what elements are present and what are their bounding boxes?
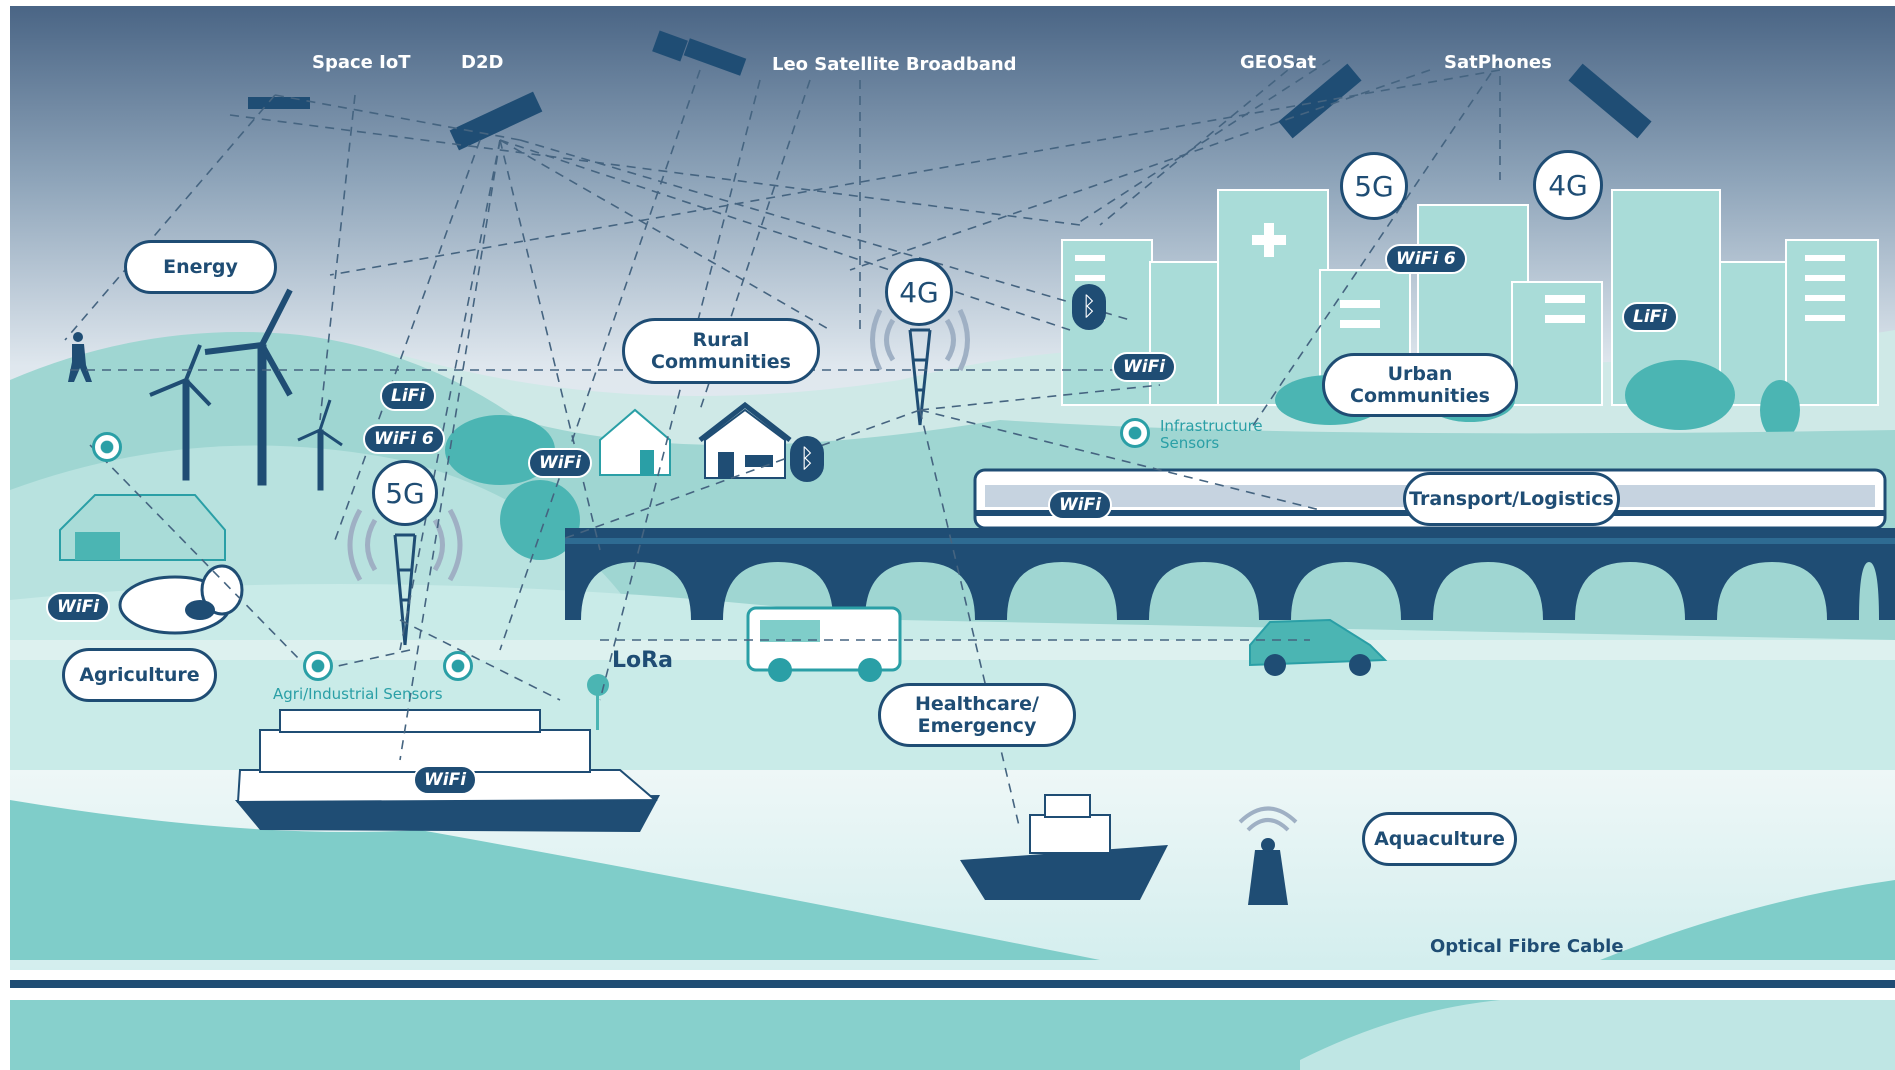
- bridge-arch: [1843, 544, 1895, 620]
- label-optical-fibre-cable: Optical Fibre Cable: [1430, 936, 1624, 957]
- road: [10, 640, 1895, 660]
- bridge-arch: [1133, 544, 1275, 620]
- sensor-icon-hill: [92, 432, 122, 462]
- sensor-icon-agri-1: [303, 651, 333, 681]
- fibre-cable: [10, 980, 1895, 988]
- pill-rural-communities: Rural Communities: [622, 318, 820, 384]
- ground-light: [1300, 1000, 1895, 1070]
- badge-lifi-hill: LiFi: [380, 381, 437, 411]
- bridge-arch: [1701, 544, 1843, 620]
- badge-wifi-ferry: WiFi: [413, 765, 478, 795]
- shore-right: [1600, 880, 1895, 960]
- bridge-arch: [1417, 544, 1559, 620]
- label-space-iot: Space IoT: [312, 52, 411, 73]
- tower-5g-left: [393, 533, 417, 646]
- signal-arcs: [347, 308, 970, 582]
- sensor-icon-infra: [1120, 418, 1150, 448]
- bushes: [445, 415, 580, 560]
- rural-houses: [599, 401, 792, 479]
- label-satphones: SatPhones: [1444, 52, 1552, 73]
- network-links: [64, 59, 1501, 831]
- lora-pin: [587, 674, 609, 730]
- cow: [118, 564, 244, 635]
- tower-4g: [908, 328, 932, 426]
- badge-wifi6-city: WiFi 6: [1385, 244, 1467, 274]
- badge-4g-rural: 4G: [885, 258, 953, 326]
- shore-left: [10, 800, 1100, 960]
- label-lora: LoRa: [612, 648, 673, 673]
- badge-5g-urban: 5G: [1340, 152, 1408, 220]
- bridge-arches: [565, 544, 1895, 620]
- badge-lifi-city: LiFi: [1622, 302, 1679, 332]
- badge-wifi-train: WiFi: [1048, 490, 1113, 520]
- bluetooth-icon-rural: ᛒ: [790, 436, 824, 482]
- fishing-boat: [960, 794, 1168, 900]
- bridge-arch: [1559, 544, 1701, 620]
- label-agri-industrial-sensors: Agri/Industrial Sensors: [273, 685, 443, 703]
- car: [1249, 618, 1388, 676]
- badge-wifi6-hill: WiFi 6: [363, 424, 445, 454]
- bridge-arch: [1275, 544, 1417, 620]
- pill-energy: Energy: [124, 240, 277, 294]
- pill-healthcare-emergency: Healthcare/ Emergency: [878, 683, 1076, 747]
- label-geosat: GEOSat: [1240, 52, 1317, 73]
- pill-agriculture: Agriculture: [62, 648, 217, 702]
- hiker: [68, 332, 92, 382]
- bluetooth-icon-city: ᛒ: [1072, 284, 1106, 330]
- badge-wifi-rural: WiFi: [528, 448, 593, 478]
- label-leo-broadband: Leo Satellite Broadband: [772, 54, 1017, 75]
- badge-5g-rural: 5G: [372, 460, 438, 526]
- badge-wifi-city: WiFi: [1112, 352, 1177, 382]
- barn: [59, 494, 226, 561]
- ambulance: [746, 606, 902, 682]
- wind-turbines: [149, 288, 343, 491]
- bridge: [565, 528, 1895, 544]
- bridge-arch: [707, 544, 849, 620]
- badge-wifi-agri: WiFi: [46, 592, 111, 622]
- sensor-icon-agri-2: [443, 651, 473, 681]
- pill-aquaculture: Aquaculture: [1362, 812, 1517, 866]
- label-infrastructure-sensors: Infrastructure Sensors: [1160, 417, 1263, 452]
- pill-transport-logistics: Transport/Logistics: [1403, 472, 1620, 526]
- hospital-cross: [1252, 223, 1286, 257]
- label-d2d: D2D: [461, 52, 504, 73]
- pill-urban-communities: Urban Communities: [1322, 353, 1518, 417]
- badge-4g-urban: 4G: [1533, 150, 1603, 220]
- bridge-arch: [991, 544, 1133, 620]
- bridge-arch: [565, 544, 707, 620]
- buoy: [1238, 806, 1298, 905]
- bridge-arch: [849, 544, 991, 620]
